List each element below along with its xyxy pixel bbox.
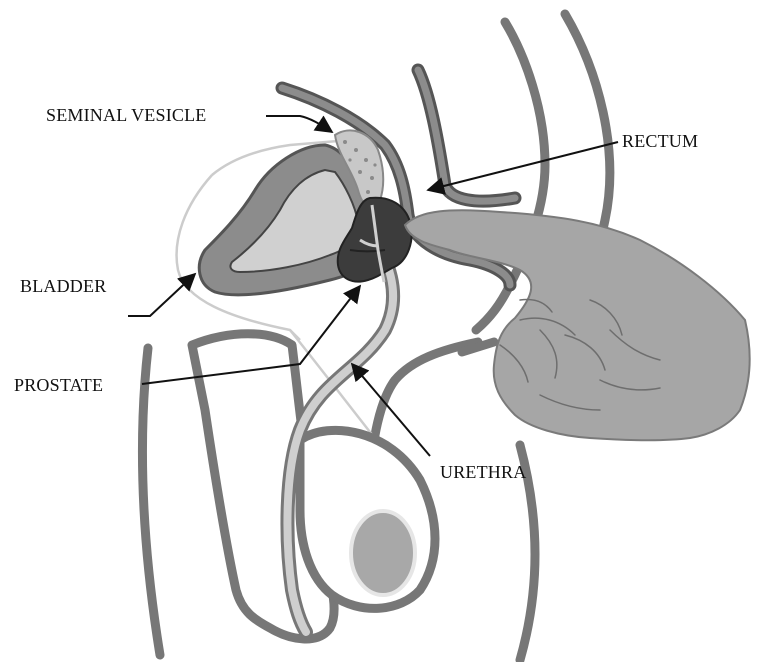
label-prostate: PROSTATE <box>14 375 103 395</box>
label-bladder: BLADDER <box>20 276 106 296</box>
arrow-bladder <box>128 274 195 316</box>
hand <box>405 210 750 440</box>
arrow-rectum <box>428 142 618 190</box>
label-rectum: RECTUM <box>622 131 698 151</box>
rectum-posterior-wall <box>418 70 515 201</box>
label-urethra: URETHRA <box>440 462 526 482</box>
label-seminal-vesicle: SEMINAL VESICLE <box>46 105 207 125</box>
examining-hand <box>405 210 750 440</box>
testis <box>351 511 415 595</box>
thigh-front <box>142 348 160 655</box>
arrow-seminal-vesicle <box>266 116 332 132</box>
